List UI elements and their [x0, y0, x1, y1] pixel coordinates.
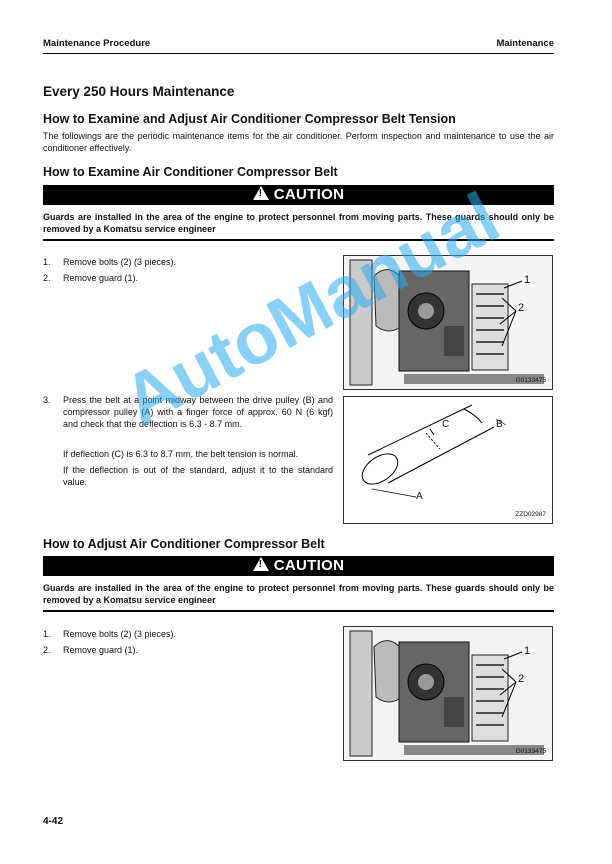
callout-deflection: C	[442, 419, 450, 430]
header-right: Maintenance	[496, 38, 554, 49]
callout-drive-pulley: B	[496, 419, 503, 430]
step-text: Press the belt at a point midway between…	[63, 395, 333, 429]
figure-code: ZZD02987	[515, 511, 546, 518]
caution-text: Guards are installed in the area of the …	[43, 211, 554, 241]
warning-icon	[252, 557, 269, 571]
page-header: Maintenance Procedure Maintenance	[43, 36, 554, 54]
callout-bolts: 2	[518, 302, 525, 314]
callout-compressor-pulley: A	[416, 491, 423, 502]
header-left: Maintenance Procedure	[43, 38, 151, 49]
section-intro: The followings are the periodic maintena…	[43, 131, 554, 153]
examine-heading: How to Examine Air Conditioner Compresso…	[43, 165, 338, 179]
callout-bolts: 2	[518, 673, 525, 685]
step-number: 1.	[43, 629, 51, 639]
callout-guard: 1	[524, 274, 531, 286]
step-text: Remove guard (1).	[63, 645, 139, 655]
caution-label: CAUTION	[273, 557, 345, 574]
step-number: 2.	[43, 645, 51, 655]
sub-note: If deflection (C) is 6.3 to 8.7 mm, the …	[63, 449, 299, 459]
belt-illustration	[361, 404, 507, 498]
step-text: Remove bolts (2) (3 pieces).	[63, 257, 177, 267]
step-number: 1.	[43, 257, 51, 267]
caution-banner: CAUTION	[43, 556, 554, 576]
step-number: 3.	[43, 395, 51, 405]
caution-label: CAUTION	[273, 186, 345, 203]
figure-code: G0133475	[515, 748, 546, 755]
warning-icon	[252, 186, 269, 200]
adjust-heading: How to Adjust Air Conditioner Compressor…	[43, 537, 325, 551]
engine-guard-illustration	[344, 627, 552, 760]
figure-code: G0133475	[515, 377, 546, 384]
page-number: 4-42	[43, 816, 64, 827]
section-heading: How to Examine and Adjust Air Conditione…	[43, 112, 456, 126]
page-title: Every 250 Hours Maintenance	[43, 84, 235, 99]
caution-text: Guards are installed in the area of the …	[43, 582, 554, 612]
step-text: Remove bolts (2) (3 pieces).	[63, 629, 177, 639]
callout-guard: 1	[524, 645, 531, 657]
step-number: 2.	[43, 273, 51, 283]
sub-note: If the deflection is out of the standard…	[63, 465, 333, 487]
step-text: Remove guard (1).	[63, 273, 139, 283]
belt-deflection-figure: C B A ZZD02987	[343, 396, 553, 524]
caution-banner: CAUTION	[43, 185, 554, 205]
engine-guard-figure: 1 2 G0133475	[343, 626, 553, 761]
engine-guard-figure: 1 2 G0133475	[343, 255, 553, 390]
engine-guard-illustration	[344, 256, 552, 389]
